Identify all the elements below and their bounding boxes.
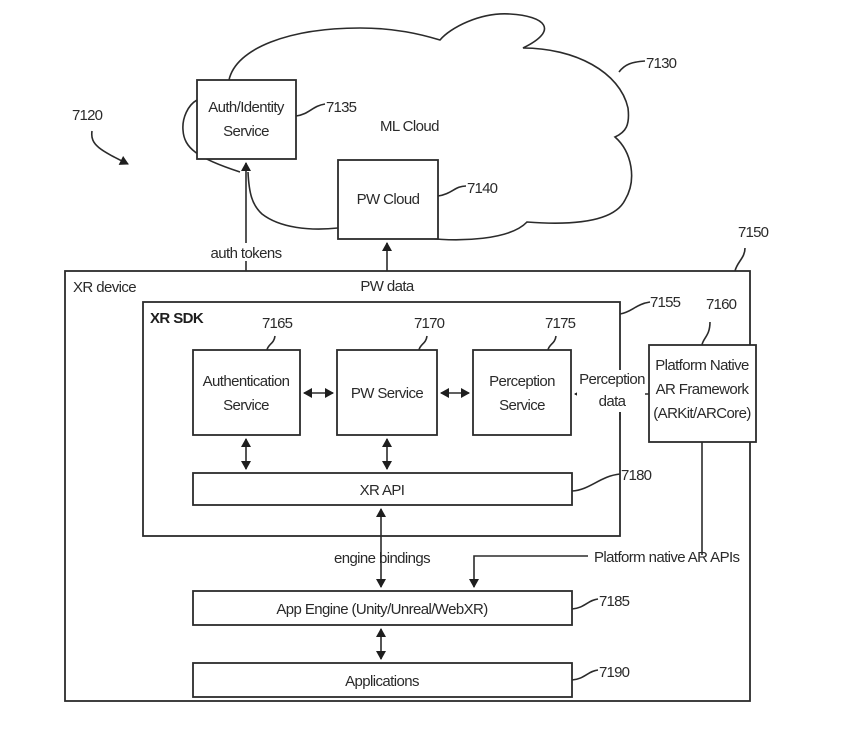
figure-ref-7120: 7120 [72,107,103,124]
perception-service-label-line1: Perception [489,373,555,390]
perception-service-ref-7175: 7175 [545,315,576,332]
cloud-ref-7130: 7130 [646,55,677,72]
pw-service-ref-7170: 7170 [414,315,445,332]
authentication-service-label-line1: Authentication [203,373,290,390]
xr-device-ref-7150: 7150 [738,224,769,241]
authentication-service-ref-7165: 7165 [262,315,293,332]
platform-native-apis-label: Platform native AR APIs [594,549,740,566]
ml-cloud-label: ML Cloud [380,118,439,135]
auth-identity-label-line2: Service [223,123,269,140]
applications-box [192,662,573,698]
platform-native-ref-7160: 7160 [706,296,737,313]
auth-tokens-label: auth tokens [211,245,282,262]
perception-data-label-line1: Perception [579,371,645,388]
perception-service-label-line2: Service [499,397,545,414]
platform-native-label-line2: AR Framework [656,381,750,398]
perception-service-box [472,349,572,436]
xr-api-box [192,472,573,506]
auth-identity-ref-7135: 7135 [326,99,357,116]
xr-device-leader-line [734,247,746,272]
pw-service-label: PW Service [351,385,424,402]
platform-native-leader-line [701,321,711,346]
xr-sdk-ref-7155: 7155 [650,294,681,311]
auth-identity-label-line1: Auth/Identity [208,99,285,116]
authentication-service-label-line2: Service [223,397,269,414]
pw-data-label: PW data [360,278,415,295]
pw-data-label-bg [356,276,418,294]
xr-api-leader-line [571,473,621,492]
pw-cloud-leader-line [437,185,467,197]
authentication-service-leader-line [266,335,276,351]
applications-leader-line [571,669,599,681]
app-engine-box [192,590,573,626]
app-engine-ref-7185: 7185 [599,593,630,610]
pw-service-box [336,349,438,436]
xr-api-ref-7180: 7180 [621,467,652,484]
app-engine-leader-line [571,598,599,610]
applications-label: Applications [345,673,419,690]
perception-service-leader-line [547,335,557,351]
platform-native-label-line1: Platform Native [655,357,749,374]
pw-cloud-ref-7140: 7140 [467,180,498,197]
pw-cloud-label: PW Cloud [357,191,420,208]
xr-sdk-leader-line [619,301,651,315]
applications-ref-7190: 7190 [599,664,630,681]
engine-bindings-label: engine bindings [334,550,430,567]
xr-api-label: XR API [360,482,405,499]
pw-cloud-box [337,159,439,240]
perception-data-label-line2: data [599,393,627,410]
auth-tokens-label-bg [208,243,286,261]
app-engine-label: App Engine (Unity/Unreal/WebXR) [276,601,488,618]
pw-service-leader-line [418,335,428,351]
authentication-service-box [192,349,301,436]
cloud-leader-line [618,60,646,73]
xr-device-label: XR device [73,279,136,296]
platform-native-apis-arrow [469,555,588,588]
auth-identity-leader-line [295,103,326,117]
auth-identity-service-box [196,79,297,160]
platform-native-label-line3: (ARKit/ARCore) [653,405,751,422]
perception-data-label-bg [577,370,645,412]
xr-sdk-label: XR SDK [150,310,204,327]
figure-pointer-arrow [91,130,129,165]
